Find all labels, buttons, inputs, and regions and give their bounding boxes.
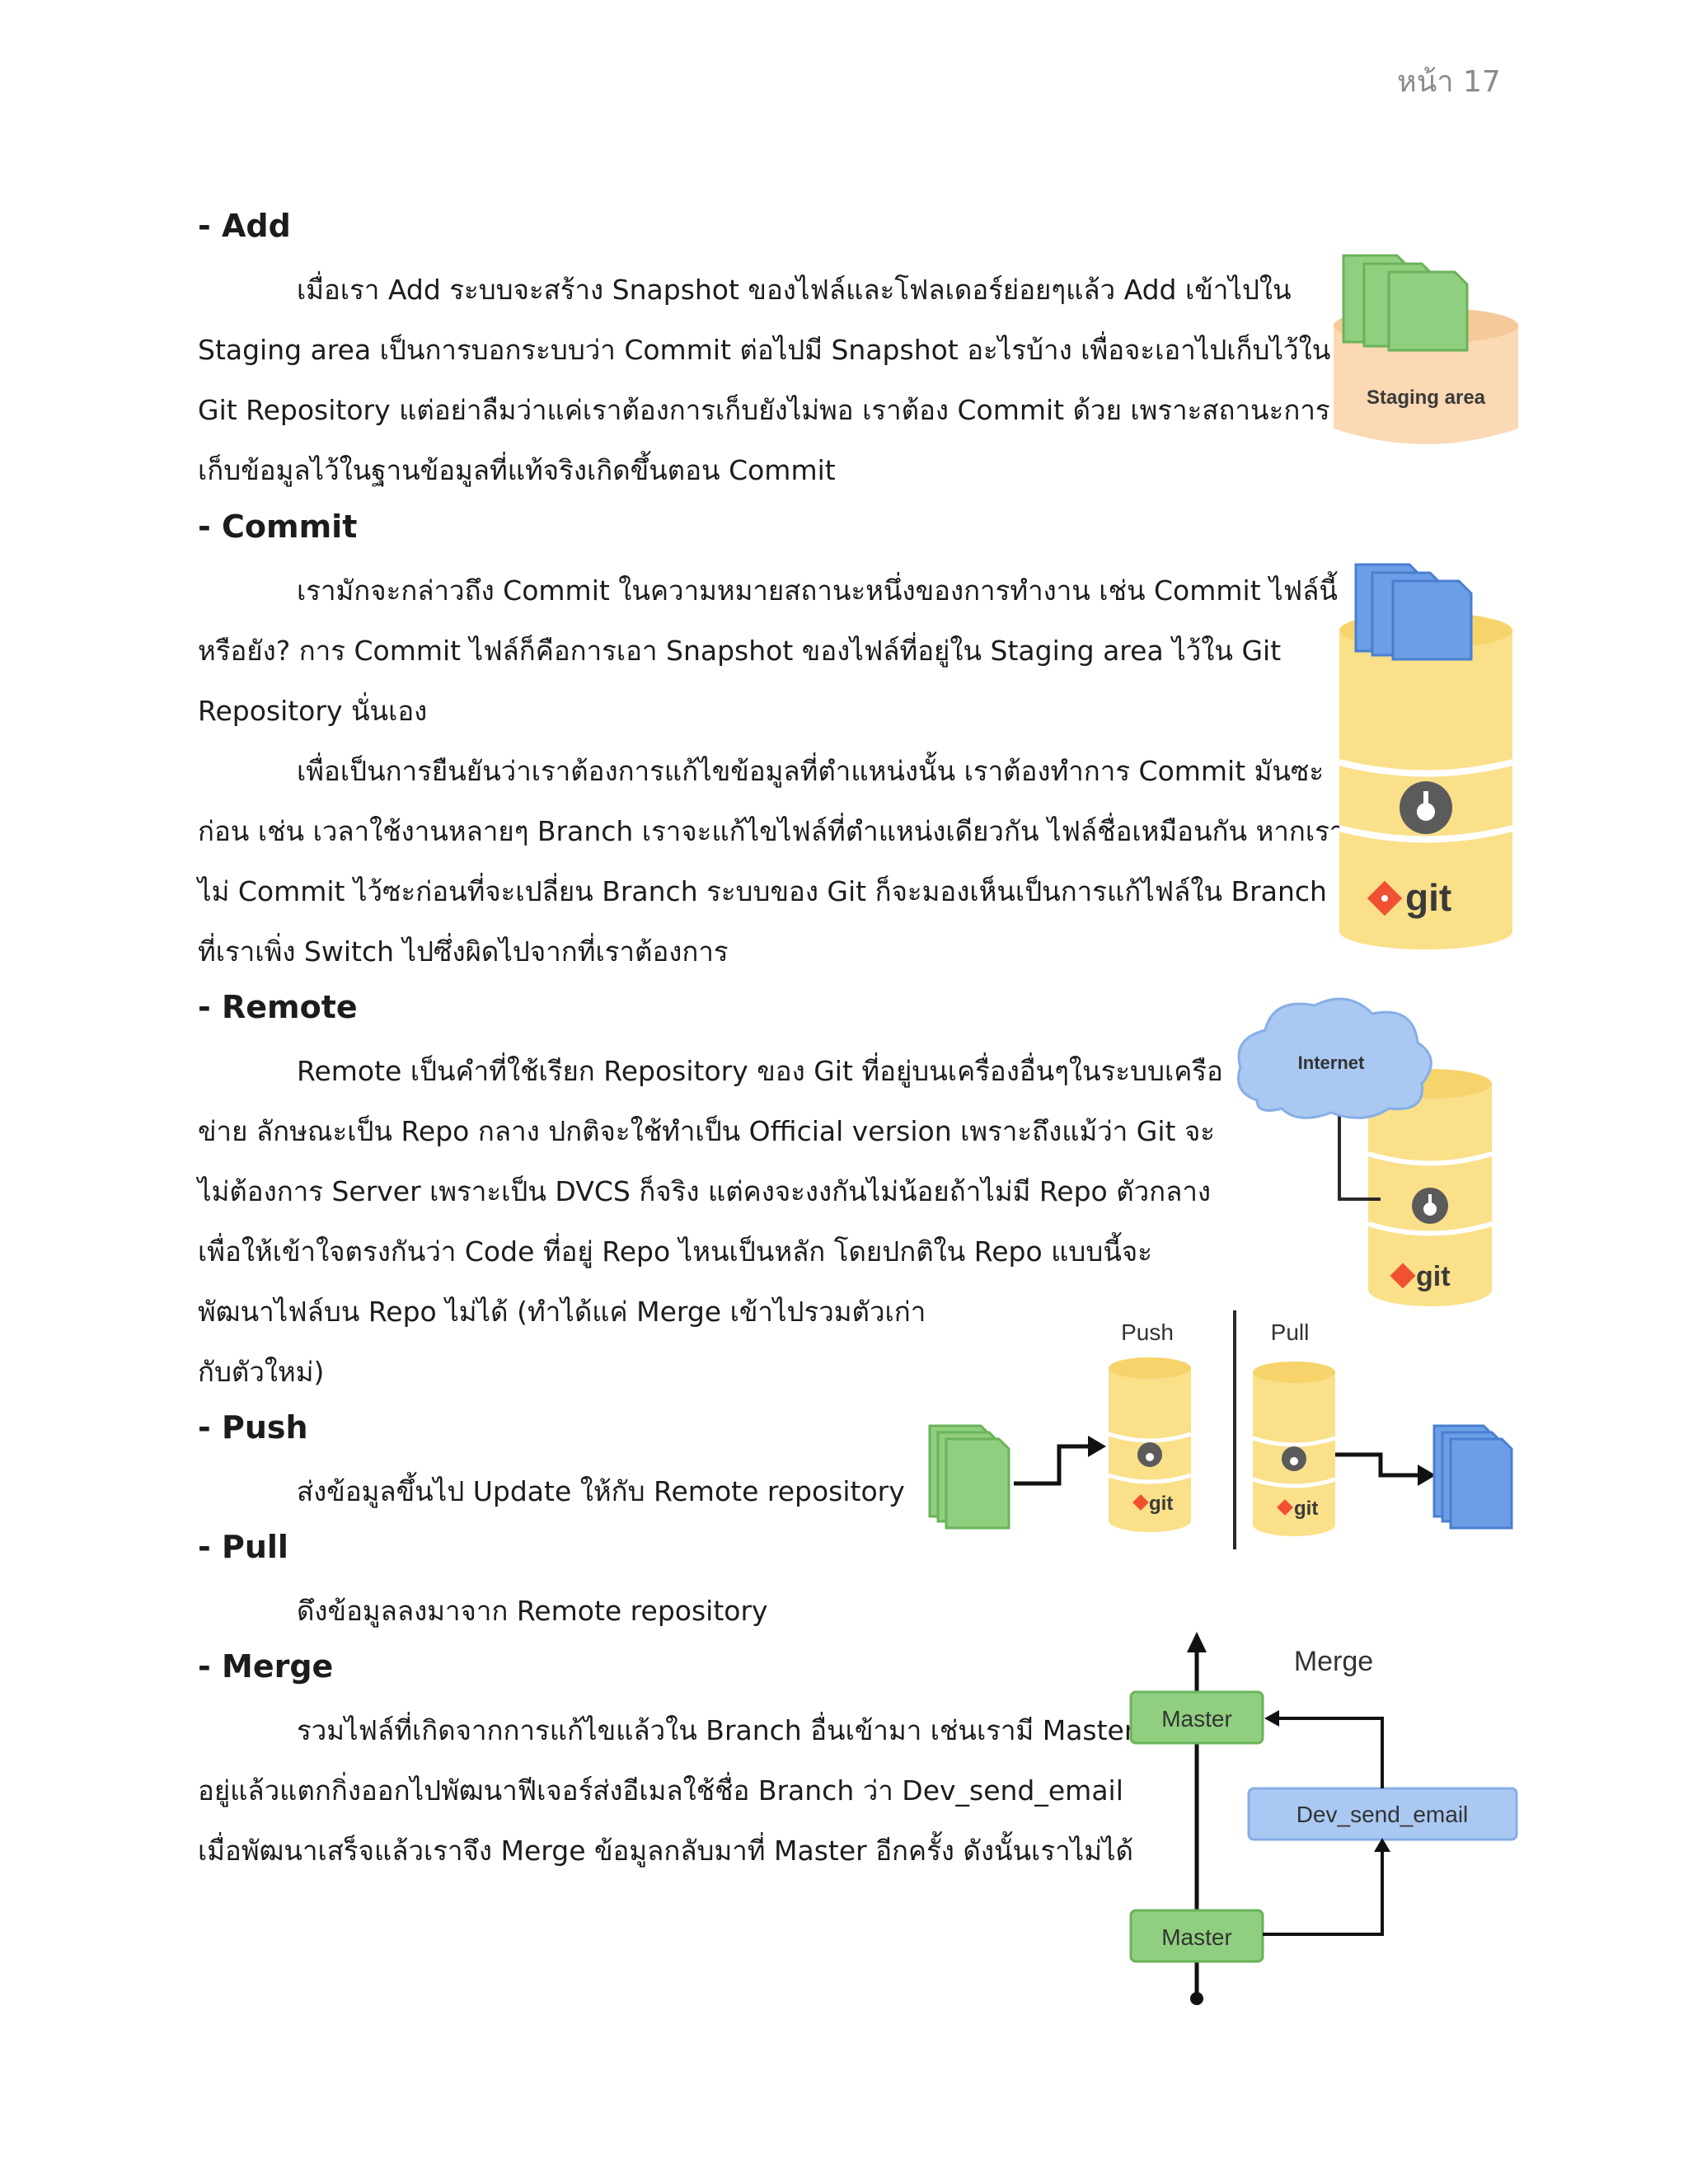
green-file-icons [1342, 254, 1469, 352]
remote-cylinder [1367, 1069, 1493, 1306]
commit-paragraph: เรามักจะกล่าวถึง Commit ในความหมายสถานะห… [198, 560, 1344, 982]
heading-merge: - Merge [198, 1648, 334, 1685]
git-logo-text: git [1405, 876, 1451, 919]
text-line: กับตัวใหม่) [198, 1356, 325, 1388]
push-git-text: git [1149, 1493, 1173, 1515]
pull-label: Pull [1271, 1319, 1310, 1345]
push-arrow [1014, 1436, 1106, 1486]
commit-dot-icon [1400, 781, 1452, 834]
text-line: Repository นั่นเอง [198, 695, 428, 727]
text-line: เพื่อให้เข้าใจตรงกันว่า Code ที่อยู่ Rep… [198, 1235, 1152, 1268]
pull-git-text: git [1294, 1497, 1318, 1520]
text-line: เก็บข้อมูลไว้ในฐานข้อมูลที่แท้จริงเกิดขึ… [198, 454, 836, 486]
branch-arrows [1263, 1710, 1390, 1936]
branch-label: Dev_send_email [1296, 1802, 1469, 1827]
text-line: Git Repository แต่อย่าลืมว่าแค่เราต้องกา… [198, 394, 1330, 426]
internet-label: Internet [1298, 1052, 1365, 1073]
push-label: Push [1121, 1319, 1174, 1345]
text-line: รวมไฟล์ที่เกิดจากการแก้ไขแล้วใน Branch อ… [297, 1714, 1136, 1746]
push-paragraph: ส่งข้อมูลขึ้นไป Update ให้กับ Remote rep… [198, 1461, 905, 1521]
text-line: อยู่แล้วแตกกิ่งออกไปพัฒนาฟีเจอร์ส่งอีเมล… [198, 1774, 1123, 1807]
text-line: พัฒนาไฟล์บน Repo ไม่ได้ (ทำได้แค่ Merge … [198, 1296, 926, 1328]
text-line: ส่งข้อมูลขึ้นไป Update ให้กับ Remote rep… [297, 1475, 905, 1507]
remote-git-text: git [1416, 1261, 1451, 1292]
merge-figure: Merge Master Dev_send_email Master [1129, 1632, 1518, 2005]
heading-add: - Add [198, 208, 291, 244]
git-logo-icon [1367, 880, 1403, 916]
pull-paragraph: ดึงข้อมูลลงมาจาก Remote repository [198, 1581, 768, 1641]
staging-area-figure: Staging area [1334, 254, 1518, 444]
connector-line [1338, 1108, 1381, 1201]
text-line: Staging area เป็นการบอกระบบว่า Commit ต่… [198, 334, 1331, 366]
text-line: ก่อน เช่น เวลาใช้งานหลายๆ Branch เราจะแก… [198, 815, 1345, 847]
master-top-box [1129, 1690, 1264, 1745]
push-green-files-icon [928, 1424, 1010, 1530]
push-pull-figure: Push Pull git git [928, 1310, 1513, 1549]
heading-commit: - Commit [198, 509, 358, 545]
text-line: Remote เป็นคำที่ใช้เรียก Repository ของ … [297, 1055, 1223, 1087]
text-line: ที่เราเพิ่ง Switch ไปซึ่งผิดไปจากที่เราต… [198, 935, 729, 968]
merge-paragraph: รวมไฟล์ที่เกิดจากการแก้ไขแล้วใน Branch อ… [198, 1700, 1135, 1881]
text-line: ไม่ต้องการ Server เพราะเป็น DVCS ก็จริง … [198, 1175, 1212, 1207]
text-line: เมื่อพัฒนาเสร็จแล้วเราจึง Merge ข้อมูลกล… [198, 1835, 1133, 1867]
git-repository-figure: git [1339, 563, 1513, 949]
push-cylinder [1108, 1357, 1192, 1532]
heading-pull: - Pull [198, 1529, 288, 1565]
remote-figure: Internet git [1237, 997, 1493, 1306]
text-line: ดึงข้อมูลลงมาจาก Remote repository [297, 1595, 768, 1627]
blue-file-icons [1354, 563, 1473, 661]
text-line: เมื่อเรา Add ระบบจะสร้าง Snapshot ของไฟล… [297, 274, 1292, 306]
heading-push: - Push [198, 1409, 308, 1446]
remote-commit-icon [1412, 1188, 1448, 1224]
text-line: ไม่ Commit ไว้ซะก่อนที่จะเปลี่ยน Branch … [198, 875, 1327, 907]
master-bottom-label: Master [1161, 1924, 1232, 1950]
page-number: หน้า 17 [1397, 65, 1501, 99]
pull-arrow [1335, 1452, 1436, 1486]
add-paragraph: เมื่อเรา Add ระบบจะสร้าง Snapshot ของไฟล… [198, 260, 1330, 500]
internet-cloud-icon [1237, 997, 1432, 1119]
text-line: เรามักจะกล่าวถึง Commit ในความหมายสถานะห… [297, 574, 1338, 607]
heading-remote: - Remote [198, 989, 358, 1025]
text-line: ข่าย ลักษณะเป็น Repo กลาง ปกติจะใช้ทำเป็… [198, 1115, 1216, 1147]
master-top-label: Master [1161, 1706, 1232, 1732]
merge-title: Merge [1294, 1646, 1373, 1677]
pull-blue-files-icon [1432, 1424, 1513, 1530]
text-line: เพื่อเป็นการยืนยันว่าเราต้องการแก้ไขข้อม… [297, 755, 1325, 787]
pull-cylinder [1252, 1361, 1336, 1536]
staging-area-label: Staging area [1367, 387, 1486, 409]
text-line: หรือยัง? การ Commit ไฟล์ก็คือการเอา Snap… [198, 635, 1282, 667]
remote-paragraph: Remote เป็นคำที่ใช้เรียก Repository ของ … [198, 1041, 1223, 1402]
